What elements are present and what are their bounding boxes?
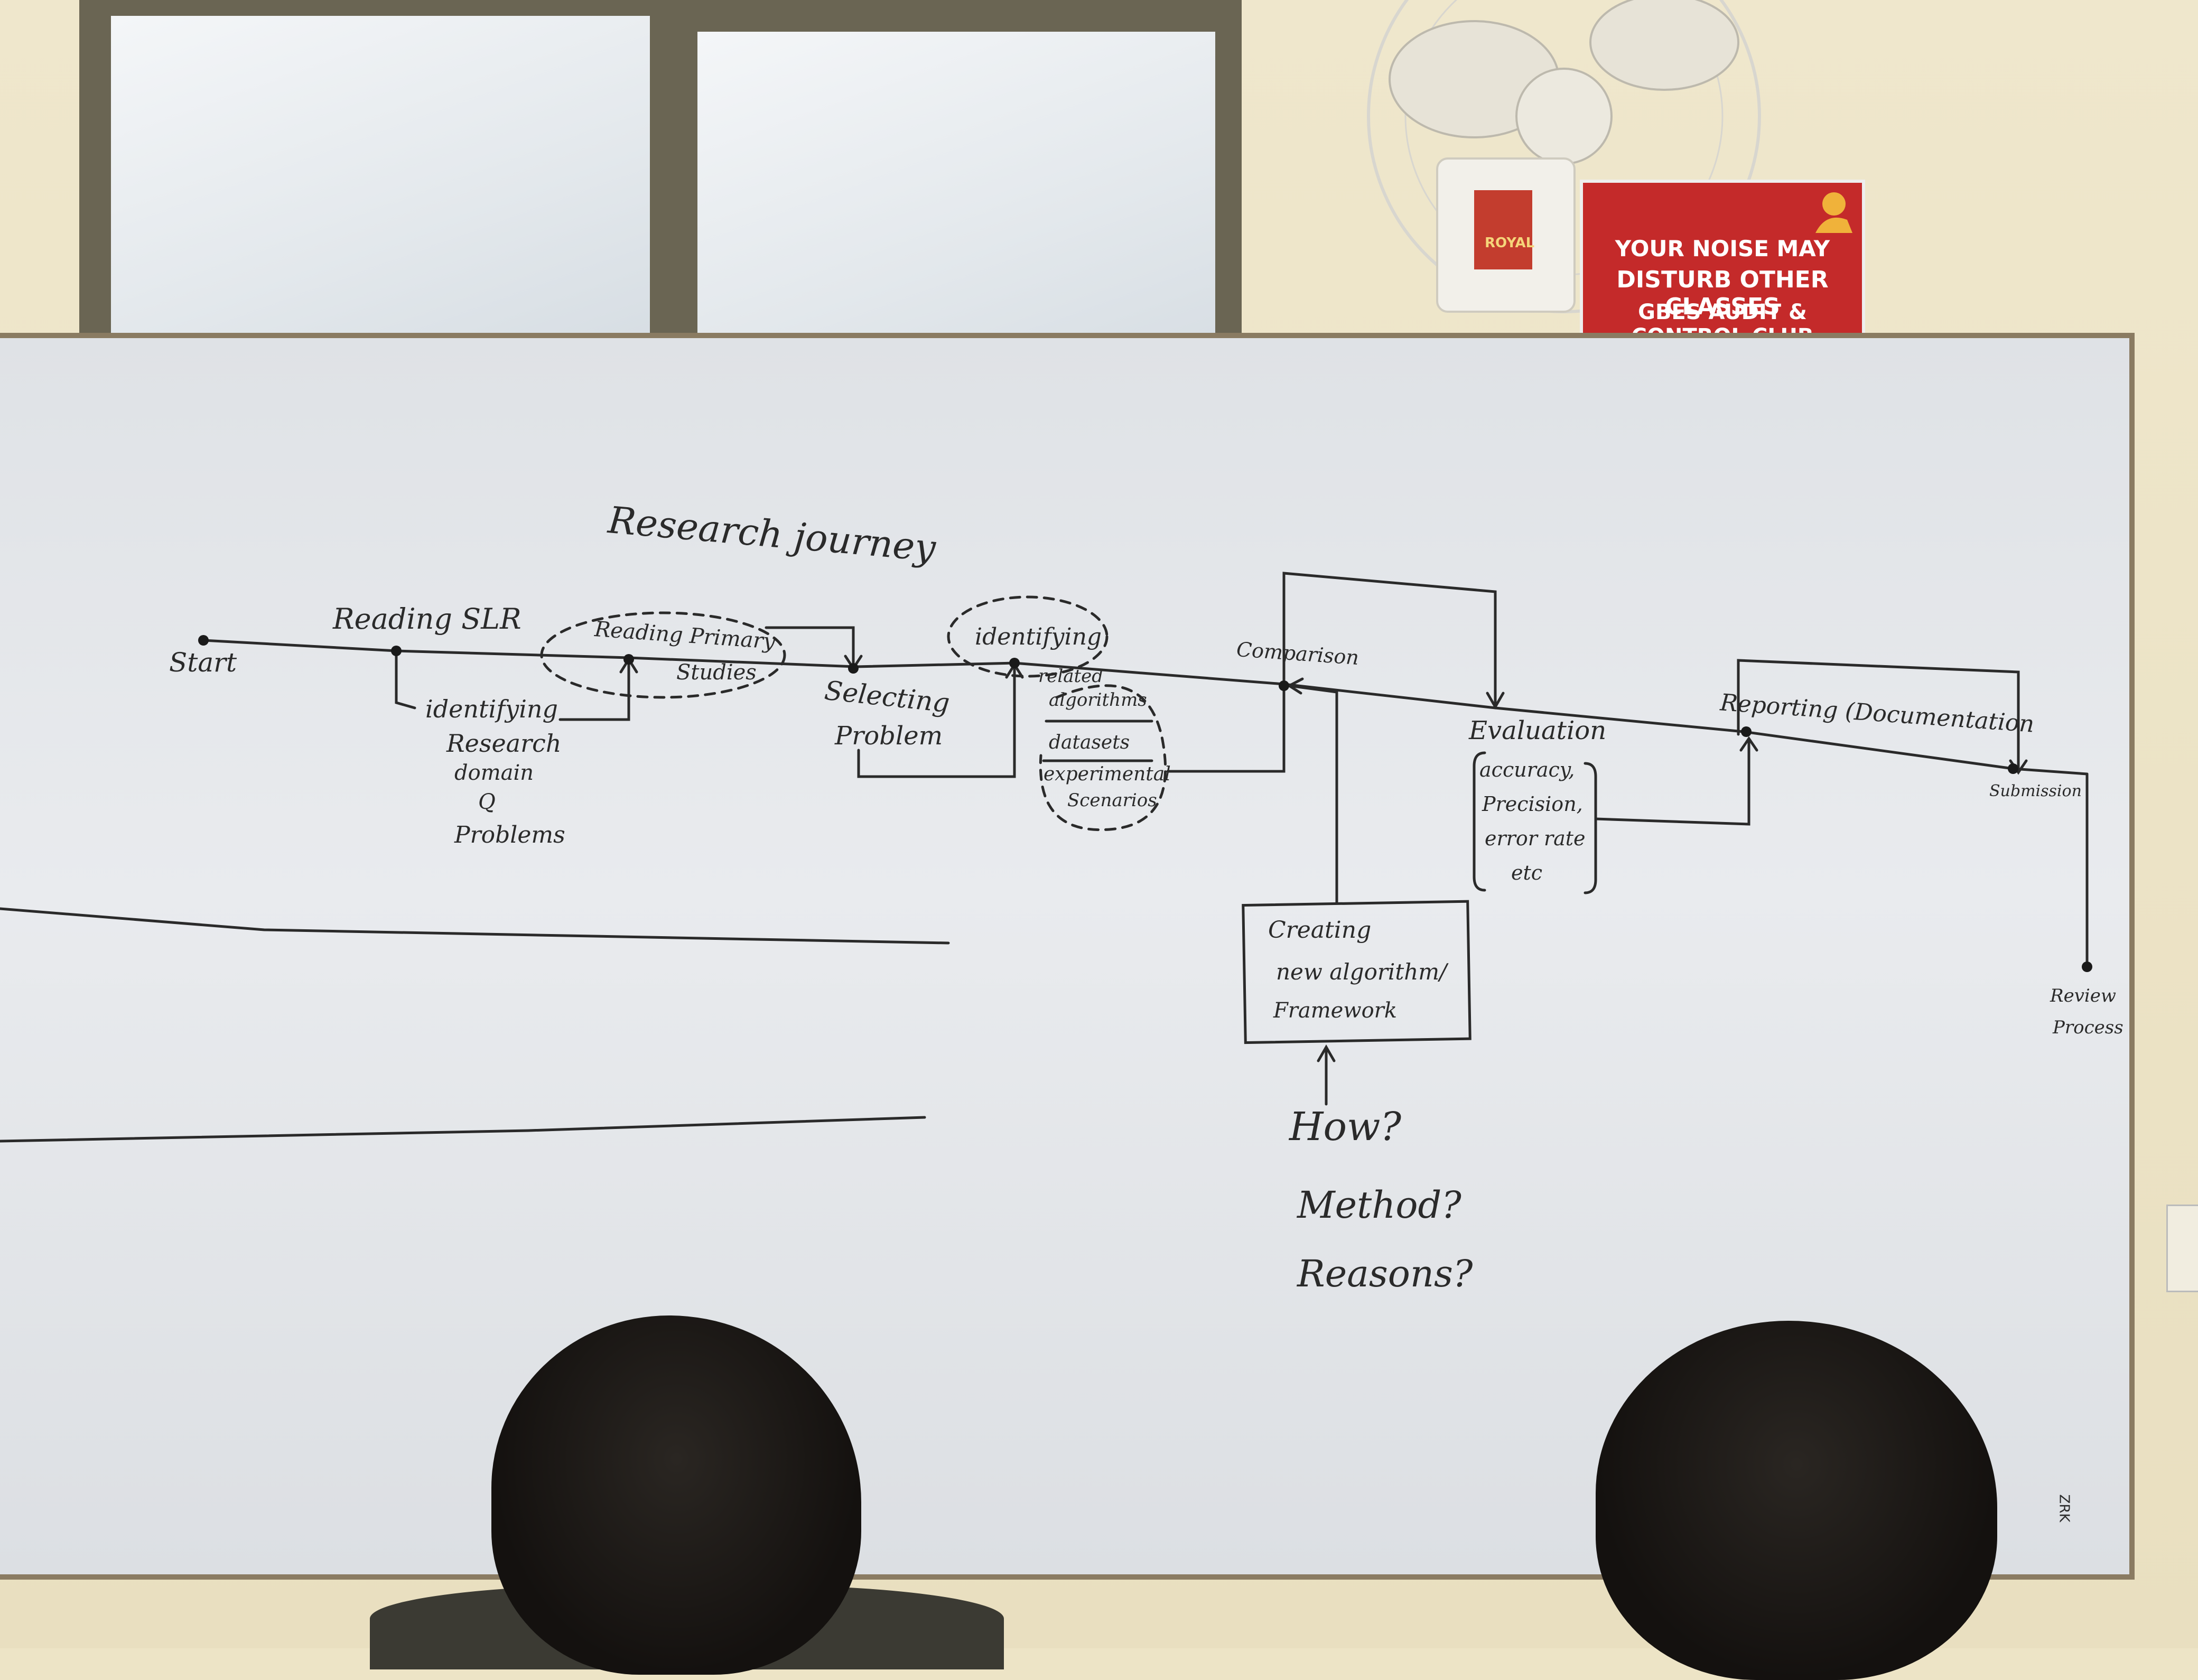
creating-line-1: Creating	[1268, 917, 1372, 944]
wall-fan-icon	[1367, 0, 1761, 313]
identifying-research-line-4: Q	[478, 790, 496, 814]
identifying-research-line-1: identifying	[425, 695, 558, 723]
evaluation-item-4: etc	[1511, 861, 1543, 884]
person-head-right	[1596, 1321, 1997, 1680]
light-switch	[2166, 1205, 2198, 1292]
evaluation-item-2: Precision,	[1482, 792, 1583, 816]
identifying-research-line-3: domain	[454, 761, 534, 785]
identifying-item-2: algorithms	[1049, 689, 1147, 711]
window	[79, 0, 1242, 380]
identifying-item-1: related	[1038, 666, 1104, 687]
fan-logo-text: ROYAL	[1485, 235, 1535, 251]
identifying-item-5: Scenarios	[1067, 790, 1157, 811]
person-head-left	[491, 1315, 861, 1675]
selecting-problem-line-2: Problem	[835, 721, 943, 751]
creating-box	[1242, 900, 1471, 1044]
silhouette-icon	[1815, 192, 1852, 233]
identifying-item-4: experimental	[1044, 763, 1171, 785]
creating-line-3: Framework	[1273, 998, 1398, 1023]
sign-line-1: YOUR NOISE MAY	[1615, 236, 1830, 262]
window-pane-left	[111, 16, 650, 354]
identifying-research-line-2: Research	[446, 729, 562, 758]
window-pane-right	[697, 32, 1215, 370]
evaluation-item-3: error rate	[1485, 827, 1586, 850]
board-brand-logo: ZRK	[2056, 1494, 2072, 1523]
identifying-label: identifying	[975, 623, 1102, 650]
question-method: Method?	[1297, 1183, 1461, 1227]
timeline-line	[202, 639, 2089, 776]
start-label: Start	[169, 647, 237, 678]
identifying-research-line-5: Problems	[454, 822, 565, 848]
reading-slr-label: Reading SLR	[333, 602, 521, 636]
evaluation-label: Evaluation	[1469, 716, 1607, 745]
question-reasons: Reasons?	[1297, 1252, 1473, 1295]
review-line-1: Review	[2050, 985, 2117, 1006]
identifying-item-3: datasets	[1049, 732, 1130, 753]
review-line-2: Process	[2053, 1017, 2124, 1038]
evaluation-item-1: accuracy,	[1479, 758, 1575, 781]
question-how: How?	[1289, 1104, 1402, 1150]
reading-primary-line-2: Studies	[676, 660, 757, 685]
submission-label: Submission	[1989, 782, 2082, 800]
sign-line-2: DISTURB OTHER CLASSES	[1616, 266, 1829, 320]
creating-line-2: new algorithm/	[1276, 959, 1447, 985]
